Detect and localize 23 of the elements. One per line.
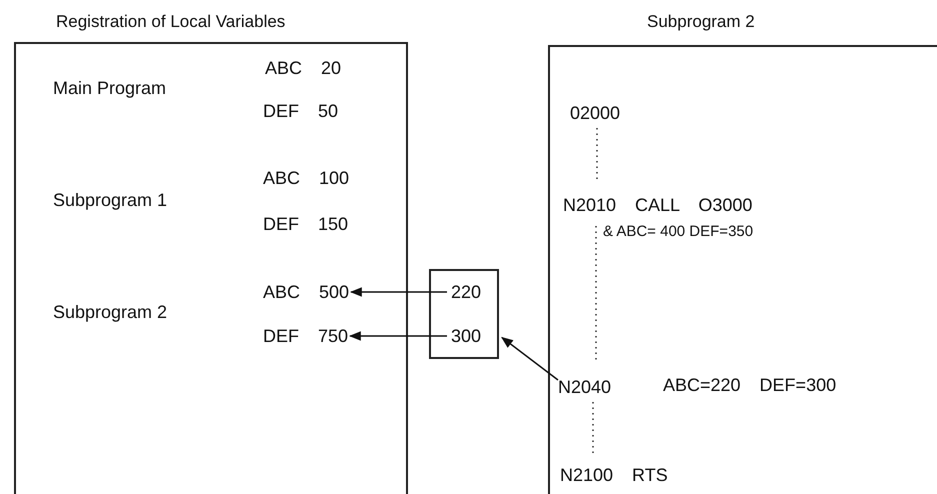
variable-value: DEF 150 (263, 213, 348, 235)
argument-value: 220 (451, 281, 482, 303)
program-line: ABC=220 DEF=300 (663, 374, 836, 396)
program-line: & ABC= 400 DEF=350 (603, 222, 754, 242)
variable-value: ABC 20 (265, 57, 342, 79)
program-line: N2010 CALL O3000 (563, 194, 752, 216)
program-name: Main Program (53, 77, 166, 99)
program-name: Subprogram 2 (53, 301, 168, 323)
argument-value: 300 (451, 325, 482, 347)
panel-heading: Registration of Local Variables (56, 12, 286, 32)
variable-value: DEF 50 (263, 100, 338, 122)
arrow (350, 287, 447, 297)
variable-value: ABC 500 (263, 281, 350, 303)
block-number: N2040 (558, 376, 612, 398)
variable-value: DEF 750 (263, 325, 348, 347)
value-box (429, 269, 499, 359)
arrow (501, 336, 558, 381)
program-line: N2100 RTS (560, 464, 668, 486)
panel-heading: Subprogram 2 (647, 12, 755, 32)
variable-value: ABC 100 (263, 167, 350, 189)
arrow (348, 331, 447, 341)
program-name: Subprogram 1 (53, 189, 168, 211)
program-number: 02000 (570, 102, 620, 124)
